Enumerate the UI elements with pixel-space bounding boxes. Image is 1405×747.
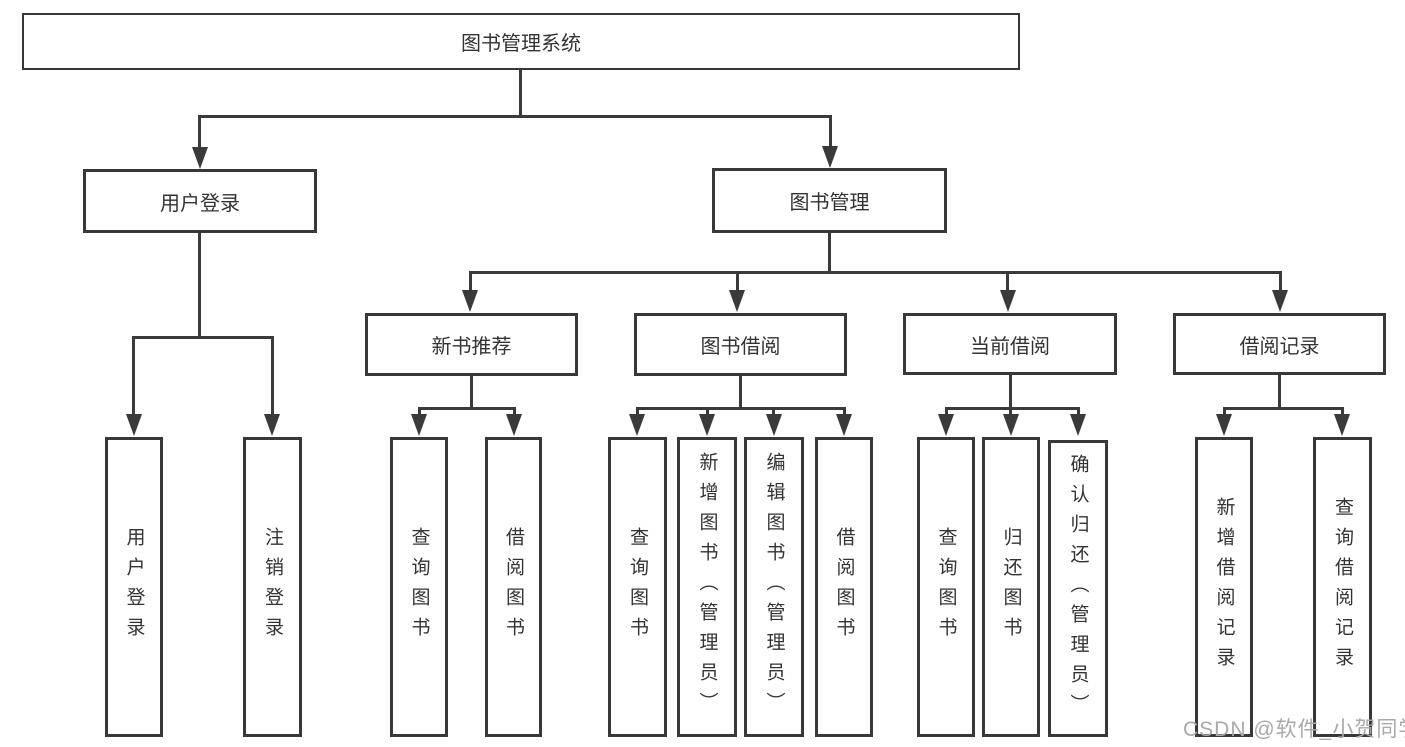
connector-line bbox=[1278, 375, 1281, 410]
node-current-borrow: 当前借阅 bbox=[903, 313, 1117, 375]
connector-line bbox=[829, 115, 832, 151]
connector-line bbox=[1006, 271, 1009, 296]
arrow-down-icon bbox=[126, 414, 142, 436]
node-book-management: 图书管理 bbox=[712, 168, 947, 233]
leaf-current-query-book: 查询图书 bbox=[917, 437, 975, 737]
arrow-down-icon bbox=[1070, 414, 1086, 436]
arrow-down-icon bbox=[938, 414, 954, 436]
arrow-down-icon bbox=[411, 414, 427, 436]
arrow-down-icon bbox=[836, 414, 852, 436]
connector-line bbox=[132, 336, 135, 420]
arrow-down-icon bbox=[1216, 414, 1232, 436]
arrow-down-icon bbox=[462, 290, 478, 312]
leaf-records-query-record: 查询借阅记录 bbox=[1313, 437, 1372, 737]
leaf-records-add-record: 新增借阅记录 bbox=[1195, 437, 1253, 737]
connector-line bbox=[271, 336, 274, 420]
node-new-book-recommend: 新书推荐 bbox=[365, 313, 578, 376]
connector-line bbox=[636, 407, 846, 410]
connector-line bbox=[772, 407, 775, 419]
connector-line bbox=[1223, 407, 1344, 410]
arrow-down-icon bbox=[1000, 290, 1016, 312]
watermark-text: CSDN @软件_小贺同学 bbox=[1183, 718, 1405, 741]
connector-line bbox=[519, 69, 522, 117]
arrow-down-icon bbox=[822, 146, 838, 168]
connector-line bbox=[736, 271, 739, 296]
arrow-down-icon bbox=[766, 414, 782, 436]
connector-line bbox=[706, 407, 709, 419]
leaf-current-confirm-return-admin: 确认归还（管理员） bbox=[1048, 440, 1108, 737]
connector-line bbox=[198, 115, 201, 151]
connector-line bbox=[739, 376, 742, 410]
node-user-login: 用户登录 bbox=[83, 169, 317, 233]
leaf-user-login: 用户登录 bbox=[105, 437, 163, 737]
leaf-borrow-add-book-admin: 新增图书（管理员） bbox=[677, 437, 737, 737]
leaf-current-return-book: 归还图书 bbox=[982, 437, 1040, 737]
connector-line bbox=[469, 271, 472, 296]
arrow-down-icon bbox=[1003, 414, 1019, 436]
connector-line bbox=[1279, 271, 1282, 296]
arrow-down-icon bbox=[1272, 290, 1288, 312]
leaf-borrow-edit-book-admin: 编辑图书（管理员） bbox=[744, 437, 804, 737]
node-book-borrow: 图书借阅 bbox=[634, 313, 847, 376]
arrow-down-icon bbox=[699, 414, 715, 436]
connector-line bbox=[843, 407, 846, 419]
arrow-down-icon bbox=[192, 147, 208, 169]
node-root: 图书管理系统 bbox=[22, 13, 1020, 70]
connector-line bbox=[469, 271, 1282, 274]
connector-line bbox=[198, 115, 832, 118]
leaf-logout: 注销登录 bbox=[243, 437, 302, 737]
connector-line bbox=[828, 233, 831, 274]
connector-line bbox=[418, 407, 516, 410]
connector-line bbox=[1341, 407, 1344, 419]
leaf-recommend-query-book: 查询图书 bbox=[390, 437, 448, 737]
leaf-borrow-borrow-book: 借阅图书 bbox=[815, 437, 873, 737]
connector-line bbox=[1077, 407, 1080, 419]
connector-line bbox=[945, 407, 948, 419]
connector-line bbox=[1009, 407, 1012, 419]
connector-line bbox=[513, 407, 516, 419]
arrow-down-icon bbox=[506, 414, 522, 436]
connector-line bbox=[1009, 375, 1012, 410]
arrow-down-icon bbox=[1334, 414, 1350, 436]
connector-line bbox=[636, 407, 639, 419]
arrow-down-icon bbox=[629, 414, 645, 436]
connector-line bbox=[418, 407, 421, 419]
node-borrow-records: 借阅记录 bbox=[1173, 313, 1386, 375]
arrow-down-icon bbox=[264, 414, 280, 436]
connector-line bbox=[945, 407, 1080, 410]
arrow-down-icon bbox=[729, 290, 745, 312]
connector-line bbox=[198, 232, 201, 339]
connector-line bbox=[1223, 407, 1226, 419]
connector-line bbox=[132, 336, 274, 339]
leaf-recommend-borrow-book: 借阅图书 bbox=[485, 437, 542, 737]
connector-line bbox=[470, 376, 473, 410]
leaf-borrow-query-book: 查询图书 bbox=[608, 437, 667, 737]
